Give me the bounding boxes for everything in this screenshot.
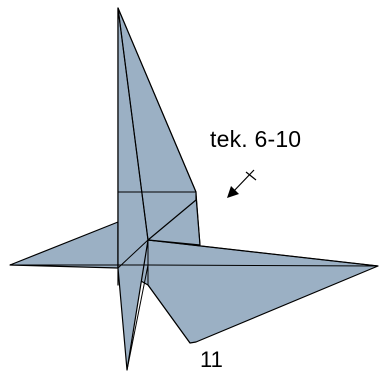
arrow-tail-mark: [245, 171, 257, 181]
crease-shoulder-down: [195, 191, 201, 246]
step-number-label: 11: [200, 347, 223, 372]
crease-right-wing-top: [147, 239, 379, 267]
crease-diagonal-upper: [117, 7, 197, 193]
crease-right-wing-mid: [147, 264, 379, 267]
crease-center-left: [117, 239, 149, 269]
folded-paper-model: [9, 7, 379, 371]
arrow-shaft: [231, 169, 255, 194]
crease-spine: [117, 7, 149, 241]
crease-lower-right: [147, 284, 191, 344]
right-wing-flap: [117, 239, 379, 344]
instruction-label: tek. 6-10: [210, 126, 302, 152]
crease-lower-strip: [126, 264, 149, 371]
crease-lines: [10, 7, 379, 371]
arrow-head: [227, 186, 239, 198]
fold-direction-arrow: [227, 169, 257, 198]
